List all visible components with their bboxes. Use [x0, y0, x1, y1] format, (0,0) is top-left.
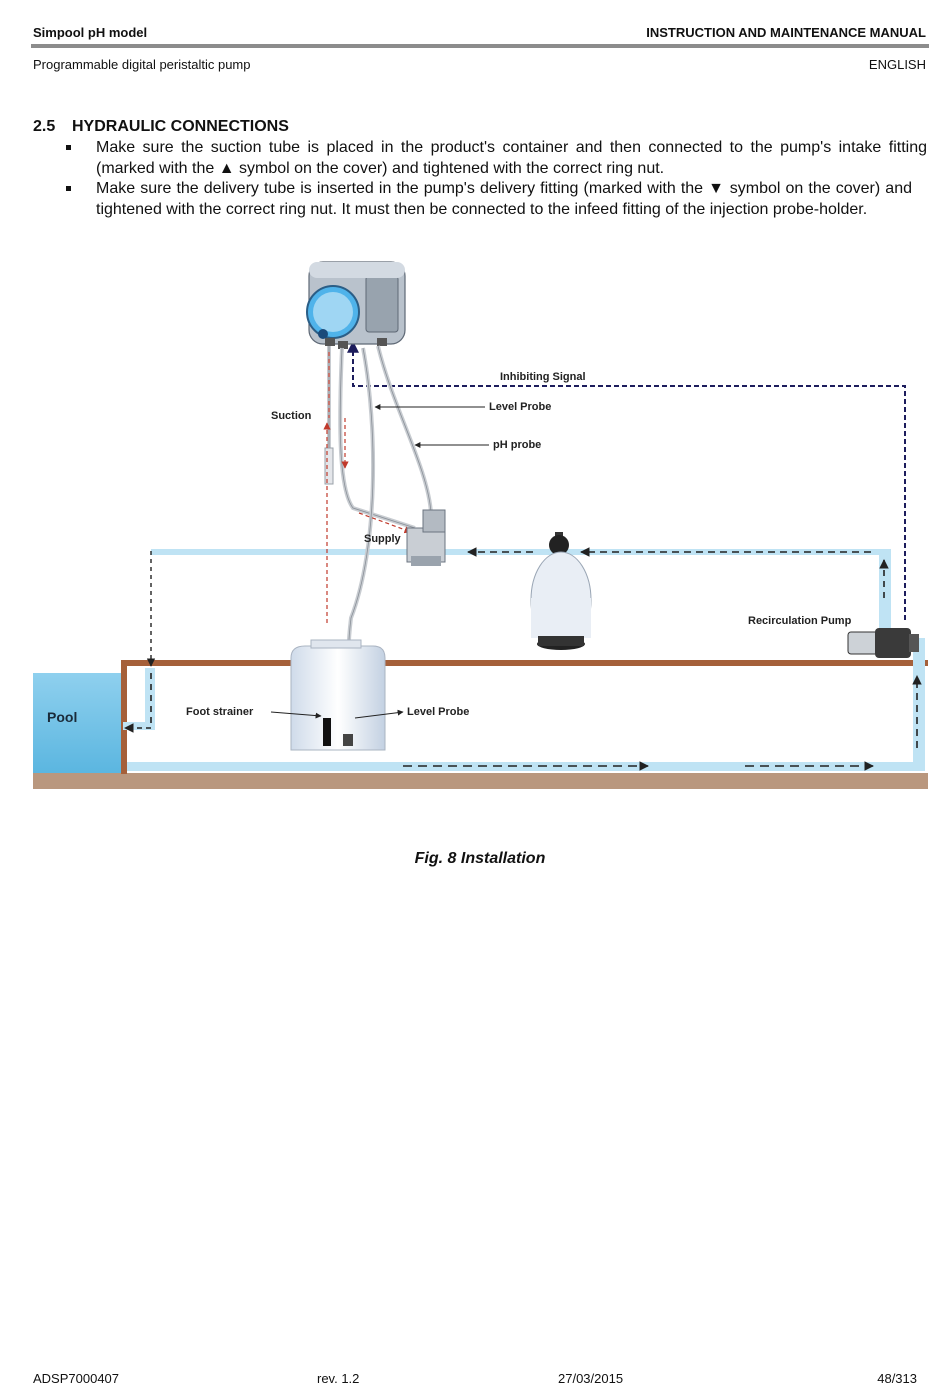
footer-date: 27/03/2015 [558, 1371, 624, 1386]
header-subtitle: Programmable digital peristaltic pump [33, 57, 251, 72]
bullet-square-icon [66, 145, 71, 150]
pool-water [33, 673, 121, 773]
bullet-item: Make sure the delivery tube is inserted … [33, 179, 927, 220]
suction-label: Suction [271, 410, 312, 422]
inhibiting-signal-label: Inhibiting Signal [500, 371, 586, 383]
level-probe-bottom-label: Level Probe [407, 706, 469, 718]
bullet-list: Make sure the suction tube is placed in … [33, 138, 927, 220]
section-title: HYDRAULIC CONNECTIONS [72, 118, 289, 135]
recirculation-pump-label: Recirculation Pump [748, 615, 852, 627]
pool-inlet-horizontal [123, 722, 153, 730]
footer-revision: rev. 1.2 [317, 1371, 360, 1386]
header-manual-title: INSTRUCTION AND MAINTENANCE MANUAL [646, 25, 926, 40]
level-probe-top-label: Level Probe [489, 401, 551, 413]
installation-diagram: Pool Inhibiting Signal Suction [33, 261, 928, 789]
floor-strip [121, 773, 928, 789]
ph-probe-label: pH probe [493, 439, 541, 451]
bullet-text: Make sure the suction tube is placed in … [96, 139, 927, 177]
pool-inlet-pipe [145, 668, 155, 730]
foot-strainer-label: Foot strainer [186, 706, 254, 718]
supply-label: Supply [364, 533, 402, 545]
recirculation-pump [847, 628, 919, 658]
section-heading: 2.5 HYDRAULIC CONNECTIONS [33, 118, 289, 136]
bullet-text: Make sure the delivery tube is inserted … [96, 180, 912, 218]
header-divider [31, 44, 929, 48]
bullet-item: Make sure the suction tube is placed in … [33, 138, 927, 179]
pool-wall [121, 660, 127, 774]
pool-floor [33, 773, 121, 789]
pool-label: Pool [47, 709, 77, 725]
dosing-pump [306, 261, 406, 349]
chemical-container [290, 639, 386, 751]
header-model: Simpool pH model [33, 25, 148, 40]
bullet-square-icon [66, 186, 71, 191]
header-language: ENGLISH [868, 57, 926, 72]
section-number: 2.5 [33, 118, 56, 135]
riser-pipe [879, 549, 891, 639]
footer-doc-code: ADSP7000407 [33, 1371, 120, 1386]
figure-caption: Fig. 8 Installation [414, 850, 546, 867]
sand-filter [530, 532, 592, 650]
probe-holder [406, 509, 446, 566]
footer-page-number: 48/313 [877, 1371, 917, 1386]
ground-line [121, 660, 928, 666]
right-down-pipe [913, 638, 925, 771]
